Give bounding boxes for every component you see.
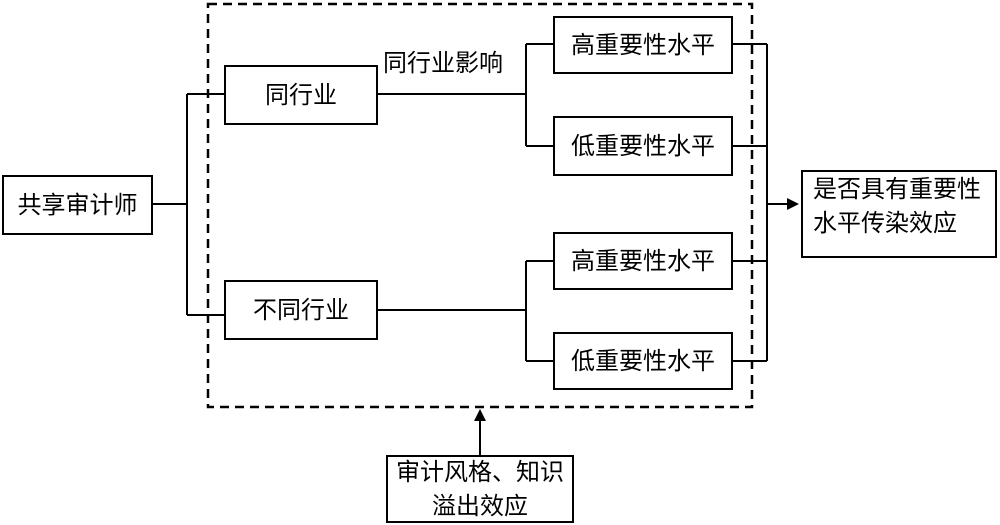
moderator-line-1: 审计风格、知识 [396,458,564,486]
diff-low-level-box: 低重要性水平 [553,332,733,390]
same-low-level-label: 低重要性水平 [571,132,715,160]
same-low-level-box: 低重要性水平 [553,116,733,176]
same-industry-effect-label: 同行业影响 [383,49,503,77]
moderator-box: 审计风格、知识 溢出效应 [386,455,574,523]
diff-high-level-label: 高重要性水平 [571,247,715,275]
source-box: 共享审计师 [2,175,153,235]
same-industry-box: 同行业 [224,65,378,125]
diff-low-level-label: 低重要性水平 [571,347,715,375]
framework-boundary [206,2,754,409]
moderator-line-2: 溢出效应 [432,492,528,520]
outcome-line-1: 是否具有重要性 [813,175,981,203]
diff-industry-box: 不同行业 [224,280,378,340]
diff-high-level-box: 高重要性水平 [553,232,733,290]
same-industry-label: 同行业 [265,81,337,109]
same-high-level-label: 高重要性水平 [571,31,715,59]
same-high-level-box: 高重要性水平 [553,16,733,74]
diff-industry-label: 不同行业 [253,296,349,324]
source-label: 共享审计师 [17,191,138,219]
outcome-box: 是否具有重要性 水平传染效应 [801,170,997,258]
outcome-line-2: 水平传染效应 [813,209,957,237]
